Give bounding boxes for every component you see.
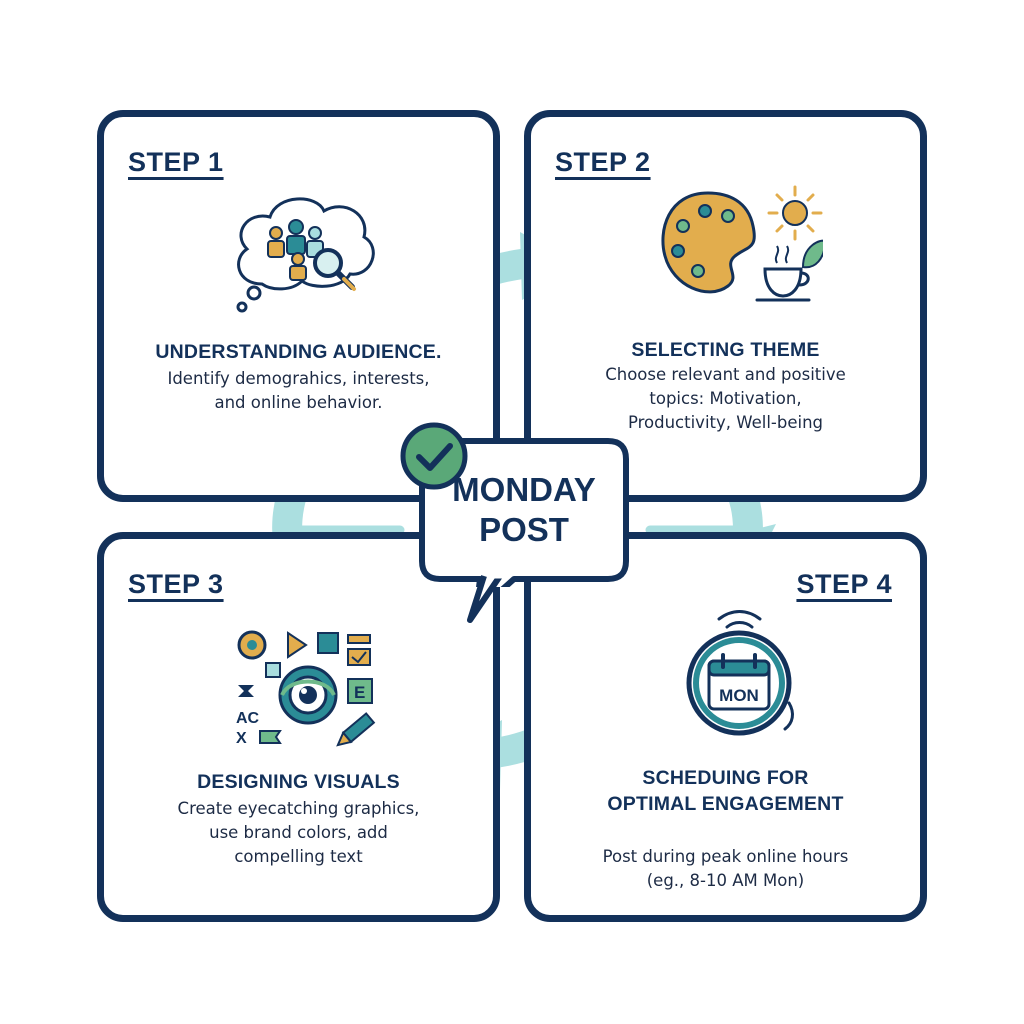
step-4-title-line: OPTIMAL ENGAGEMENT (607, 793, 844, 815)
step-2-desc-line: Productivity, Well-being (627, 413, 824, 432)
step-1-label: STEP 1 (128, 147, 224, 177)
step-4-title: SCHEDUING FOR OPTIMAL ENGAGEMENT (531, 765, 920, 817)
center-title-line: POST (479, 511, 569, 548)
step-2-card: STEP 2 SELECTING THEME Choose relevant a… (524, 110, 927, 502)
step-3-desc-line: use brand colors, add (209, 823, 388, 842)
schedule-clock-icon: MON (686, 610, 794, 736)
step-1-desc-line: and online behavior. (214, 393, 383, 412)
step-3-title: DESIGNING VISUALS (104, 769, 493, 795)
step-2-label: STEP 2 (555, 147, 651, 177)
step-3-card: STEP 3 E AC X DESIGNING VISUALS Create e… (97, 532, 500, 922)
step-3-desc-line: compelling text (234, 847, 363, 866)
audience-search-icon (236, 197, 375, 313)
step-2-title-line: SELECTING THEME (631, 339, 820, 361)
center-title-line: MONDAY (452, 471, 596, 508)
step-2-desc-line: topics: Motivation, (649, 389, 802, 408)
icon-letter-x: X (236, 730, 247, 747)
icon-letter-e: E (354, 683, 365, 702)
icon-letters-ac: AC (236, 710, 260, 727)
step-3-title-line: DESIGNING VISUALS (197, 771, 400, 793)
step-4-title-line: SCHEDUING FOR (642, 767, 809, 789)
design-visuals-icon: E AC X (236, 630, 376, 747)
step-4-card: STEP 4 MON SCHEDUING FOR OPTIMAL ENGAGEM… (524, 532, 927, 922)
step-4-description: Post during peak online hours (eg., 8-10… (531, 845, 920, 893)
step-2-desc-line: Choose relevant and positive (605, 365, 846, 384)
step-3-label: STEP 3 (128, 569, 224, 599)
step-1-title-line: UNDERSTANDING AUDIENCE. (155, 341, 442, 363)
step-1-desc-line: Identify demograhics, interests, (167, 369, 430, 388)
calendar-day-text: MON (719, 686, 759, 705)
step-3-desc-line: Create eyecatching graphics, (177, 799, 420, 818)
step-4-desc-line: (eg., 8-10 AM Mon) (646, 871, 805, 890)
step-1-description: Identify demograhics, interests, and onl… (104, 367, 493, 415)
step-1-title: UNDERSTANDING AUDIENCE. (104, 339, 493, 365)
step-2-description: Choose relevant and positive topics: Mot… (531, 363, 920, 435)
center-title: MONDAY POST (418, 470, 630, 550)
theme-palette-icon (661, 185, 823, 302)
step-4-desc-line: Post during peak online hours (602, 847, 849, 866)
step-3-description: Create eyecatching graphics, use brand c… (104, 797, 493, 869)
checkmark-icon (400, 422, 468, 490)
step-4-label: STEP 4 (796, 569, 892, 599)
step-2-title: SELECTING THEME (531, 337, 920, 363)
